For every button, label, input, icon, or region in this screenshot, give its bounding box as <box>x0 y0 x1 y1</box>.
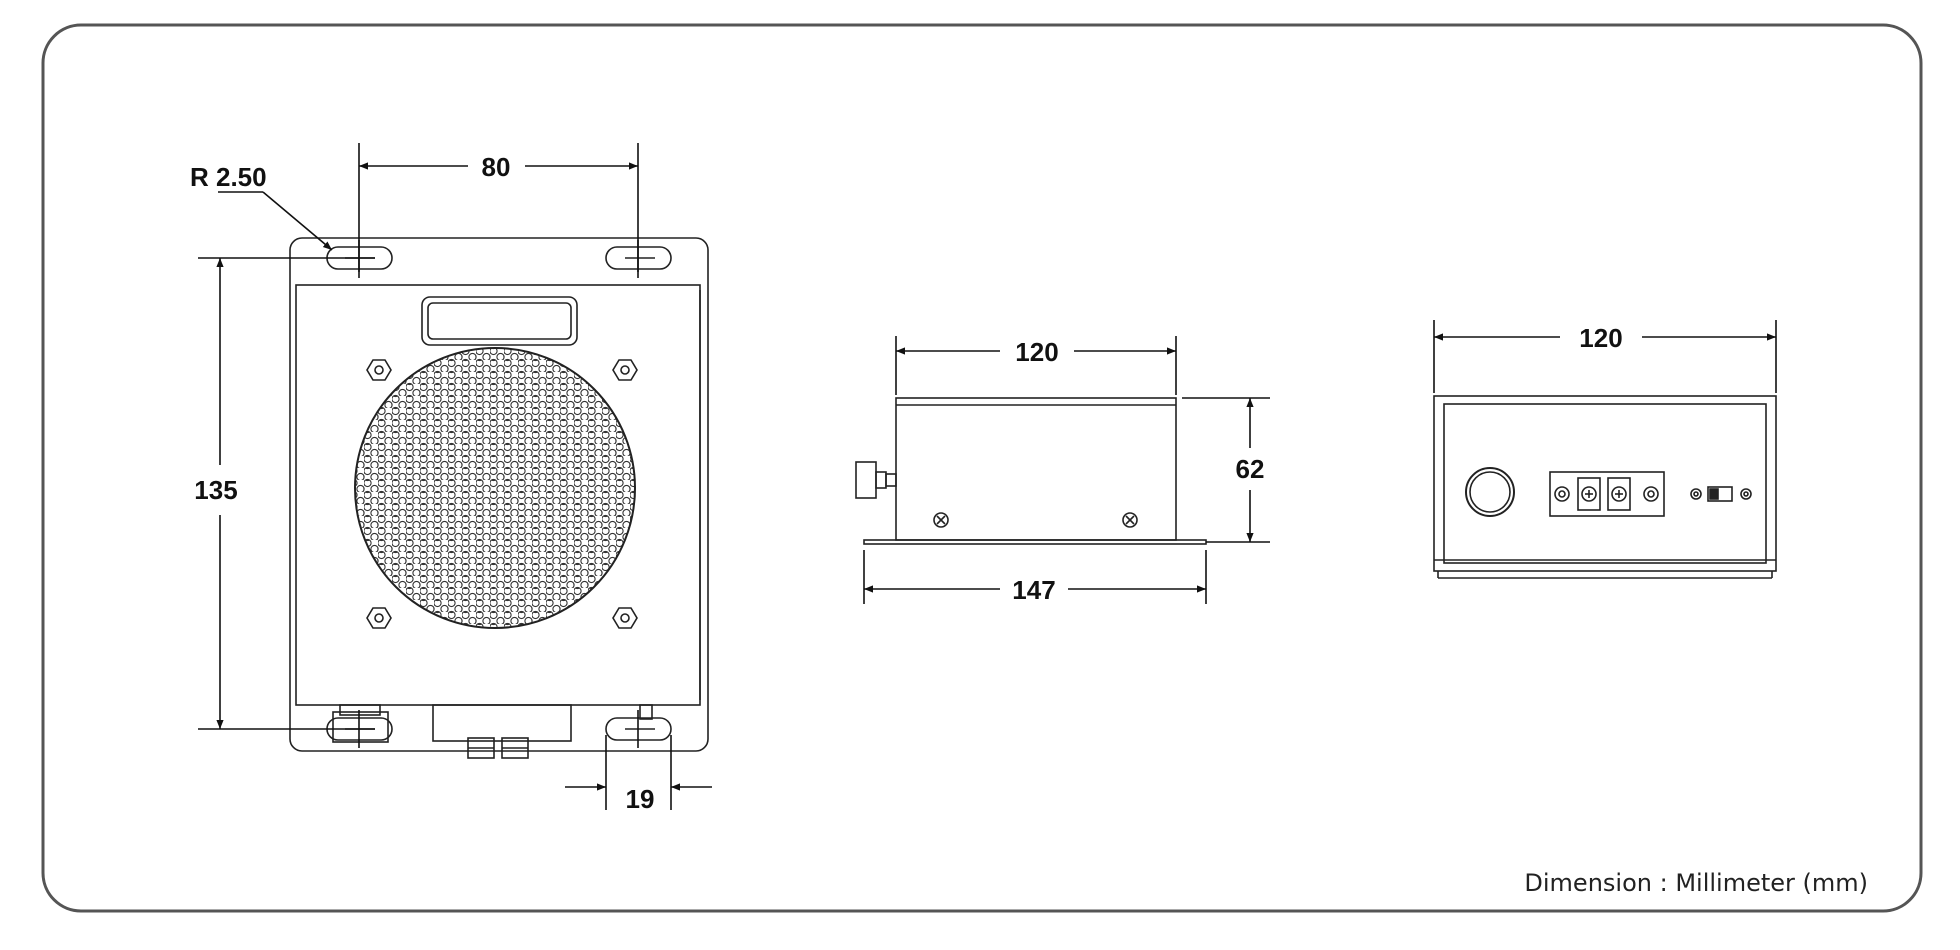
hex-nut <box>366 359 392 381</box>
cable-gland <box>332 711 389 743</box>
dim-side-width-120: 120 <box>1015 337 1058 367</box>
hex-nut <box>366 607 392 629</box>
dim-rear-width-120: 120 <box>1579 323 1622 353</box>
rear-dimensions <box>1433 320 1777 393</box>
screw <box>933 512 949 528</box>
dim-width-80: 80 <box>482 152 511 182</box>
front-view <box>289 237 709 759</box>
hex-nut <box>612 359 638 381</box>
dim-side-base-147: 147 <box>1012 575 1055 605</box>
mounting-plate <box>289 237 709 752</box>
dim-side-height-62: 62 <box>1236 454 1265 484</box>
side-dimensions <box>863 336 1270 604</box>
front-dimensions <box>198 143 712 810</box>
side-knob <box>855 461 877 499</box>
terminal-housing <box>432 704 572 742</box>
side-body <box>895 397 1177 541</box>
rear-body <box>1433 395 1777 572</box>
rear-button <box>1465 467 1515 517</box>
display-window <box>421 296 578 346</box>
rear-view <box>1433 395 1777 579</box>
rear-switch <box>1707 486 1733 502</box>
speaker-grille <box>355 348 635 628</box>
side-view <box>855 397 1207 545</box>
dim-radius: R 2.50 <box>190 162 267 192</box>
hex-nut <box>612 607 638 629</box>
dim-height-135: 135 <box>194 475 237 505</box>
terminal-block <box>1549 471 1665 517</box>
dim-slot-19: 19 <box>626 784 655 814</box>
screw <box>1122 512 1138 528</box>
side-base-plate <box>863 539 1207 545</box>
units-note: Dimension : Millimeter (mm) <box>1524 869 1868 897</box>
drawing-frame <box>41 23 1923 913</box>
